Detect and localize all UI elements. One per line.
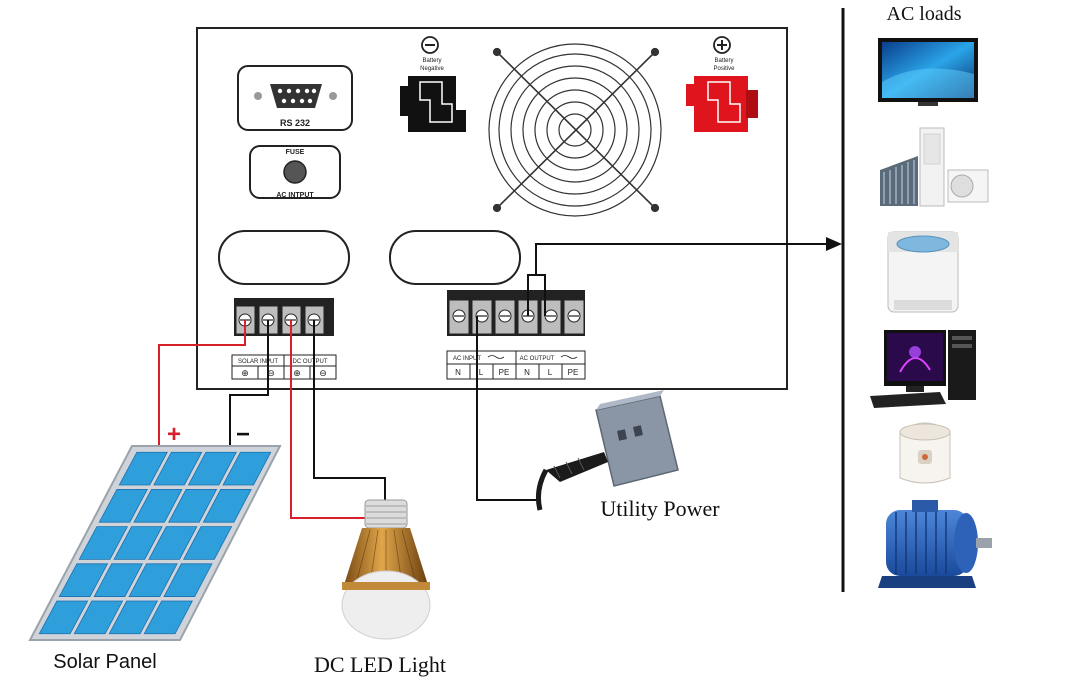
wall-socket-icon	[536, 390, 679, 511]
solar-plus-sign: +	[167, 421, 181, 448]
solar-cell	[163, 563, 213, 597]
solar-cell	[187, 451, 237, 486]
fuse-icon	[283, 160, 307, 184]
battery-positive-terminal: Battery Positive	[686, 36, 758, 132]
dc-polarity-2: ⊖	[267, 368, 275, 378]
rice-cooker-icon	[899, 422, 951, 484]
solar-cell	[38, 600, 89, 635]
desktop-computer-icon	[870, 330, 976, 408]
solar-cell	[93, 563, 143, 597]
solar-panel-label: Solar Panel	[53, 651, 156, 673]
fuse-ac-input-port: FUSE AC INTPUT	[249, 145, 341, 199]
solar-cell	[58, 563, 109, 597]
solar-cell	[183, 526, 233, 560]
solar-cell	[222, 451, 272, 486]
utility-power-wire	[476, 316, 540, 501]
utility-power-label: Utility Power	[600, 496, 720, 521]
solar-cell	[98, 489, 148, 523]
solar-cell	[113, 526, 163, 560]
led-bulb-icon	[341, 499, 431, 640]
solar-cell	[143, 600, 193, 635]
blank-display-window-right	[389, 230, 521, 285]
dc-polarity-3: ⊕	[293, 368, 301, 378]
solar-cell	[108, 600, 159, 635]
solar-panel-icon	[28, 445, 282, 641]
ac-output-to-loads-wire	[527, 243, 826, 316]
solar-negative-wire	[229, 320, 269, 445]
washing-machine-icon	[887, 231, 959, 313]
battery-negative-line1: Battery	[422, 58, 441, 64]
battery-positive-line1: Battery	[714, 58, 733, 64]
led-positive-wire	[290, 320, 372, 519]
electric-motor-icon	[878, 500, 992, 588]
solar-cell	[78, 526, 129, 560]
battery-negative-terminal: Battery Negative	[400, 36, 466, 132]
solar-cell	[153, 451, 203, 486]
solar-minus-sign: −	[236, 421, 250, 448]
fuse-label: FUSE	[286, 149, 305, 156]
arrow-to-loads-icon	[826, 237, 842, 251]
solar-cell	[133, 489, 183, 523]
dc-led-light-label: DC LED Light	[314, 652, 446, 677]
ac-input-port-label: AC INTPUT	[276, 192, 314, 199]
rs232-label: RS 232	[280, 118, 310, 128]
battery-positive-line2: Positive	[713, 66, 735, 72]
ac-pin-1: N	[455, 368, 461, 377]
ac-pin-4: N	[524, 368, 530, 377]
solar-cell	[128, 563, 178, 597]
ac-input-label: AC INPUT	[453, 356, 481, 362]
solar-cell	[118, 451, 168, 486]
cooling-fan-grill	[488, 43, 662, 217]
ac-pin-3: PE	[499, 368, 510, 377]
solar-cell	[168, 489, 218, 523]
television-icon	[878, 38, 978, 106]
ac-pin-6: PE	[568, 368, 579, 377]
blank-display-window-left	[218, 230, 350, 285]
ac-terminal-block: AC INPUT AC OUTPUT N L PE N L PE	[446, 290, 586, 380]
dc-output-label: DC OUTPUT	[293, 359, 328, 365]
water-heater-and-air-conditioner-icon	[880, 127, 989, 207]
solar-cell	[73, 600, 124, 635]
solar-cell	[202, 489, 252, 523]
dc-polarity-1: ⊕	[241, 368, 249, 378]
solar-cell	[148, 526, 198, 560]
ac-pin-2: L	[479, 368, 484, 377]
solar-input-label: SOLAR INPUT	[238, 359, 278, 365]
ac-output-label: AC OUTPUT	[520, 356, 555, 362]
dc-terminal-block: SOLAR INPUT DC OUTPUT ⊕ ⊖ ⊕ ⊖	[231, 298, 337, 380]
solar-positive-wire	[158, 320, 246, 445]
rs232-port: RS 232	[237, 65, 353, 131]
ac-pin-5: L	[548, 368, 553, 377]
dc-polarity-4: ⊖	[319, 368, 327, 378]
led-negative-wire	[313, 320, 386, 503]
ac-loads-title: AC loads	[887, 3, 962, 25]
battery-negative-line2: Negative	[420, 66, 444, 72]
